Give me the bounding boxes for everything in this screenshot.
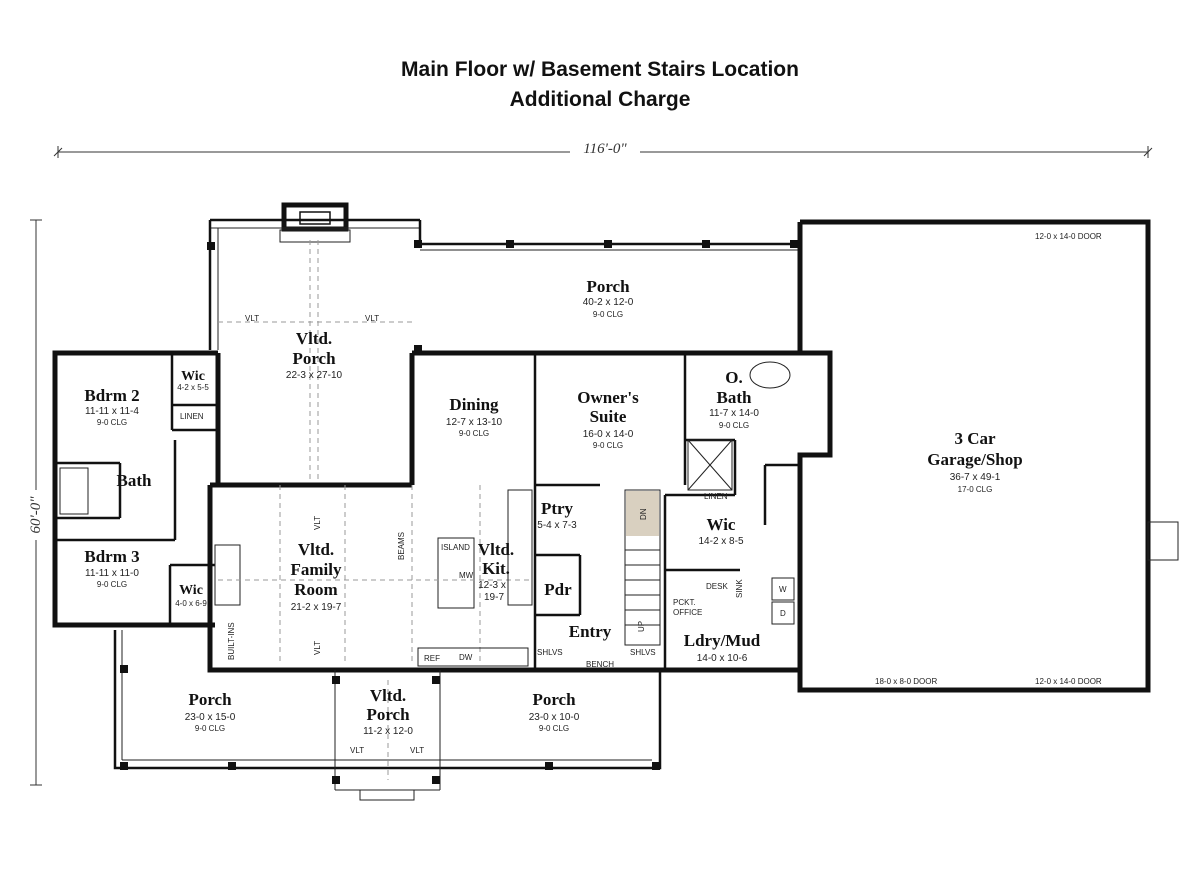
tag-linen: LINEN — [180, 412, 204, 421]
owners-suite-name-2: Suite — [590, 407, 627, 426]
powder-name: Pdr — [544, 580, 572, 599]
porch-right-size: 23-0 x 10-0 — [529, 712, 580, 723]
entry-name: Entry — [569, 622, 612, 641]
garage-structure — [771, 219, 1179, 693]
pantry-size: 5-4 x 7-3 — [537, 520, 577, 531]
bdrm2-size: 11-11 x 11-4 — [85, 406, 139, 417]
tag-office: OFFICE — [673, 608, 702, 617]
tag-sink: SINK — [735, 579, 744, 598]
width-dimension: 116'-0" — [53, 138, 1153, 158]
kitchen-size-2: 19-7 — [484, 592, 504, 603]
rear-porch-name-1: Vltd. — [296, 329, 332, 348]
dining-size: 12-7 x 13-10 — [446, 417, 503, 428]
porch-right-clg: 9-0 CLG — [539, 724, 569, 733]
wic2-name: Wic — [181, 369, 205, 384]
porch-back-clg: 9-0 CLG — [593, 310, 623, 319]
rear-porch-structure — [207, 202, 422, 480]
tag-garage-door-rear: 12-0 x 14-0 DOOR — [1035, 232, 1102, 241]
tag-vlt: VLT — [313, 516, 322, 530]
tag-shlvs: SHLVS — [630, 648, 656, 657]
laundry-size: 14-0 x 10-6 — [697, 653, 748, 664]
width-label: 116'-0" — [583, 141, 627, 157]
porch-back-size: 40-2 x 12-0 — [583, 297, 634, 308]
kitchen-name-2: Kit. — [482, 559, 510, 578]
tag-bench: BENCH — [586, 660, 614, 669]
porch-left-clg: 9-0 CLG — [195, 724, 225, 733]
bdrm2-clg: 9-0 CLG — [97, 418, 127, 427]
kitchen-size-1: 12-3 x — [478, 580, 506, 591]
kitchen-name-1: Vltd. — [478, 540, 514, 559]
tag-builtins: BUILT-INS — [227, 622, 236, 660]
tag-desk: DESK — [706, 582, 728, 591]
bdrm3-clg: 9-0 CLG — [97, 580, 127, 589]
tag-vlt: VLT — [245, 314, 259, 323]
house-walls — [52, 350, 833, 673]
porch-right-name: Porch — [532, 690, 576, 709]
tag-garage-door-12: 12-0 x 14-0 DOOR — [1035, 677, 1102, 686]
tag-dw: DW — [459, 653, 473, 662]
bath-name: Bath — [117, 471, 153, 490]
owners-suite-size: 16-0 x 14-0 — [583, 429, 634, 440]
annotation-tags: VLT VLT LINEN ISLAND MW REF DW BEAMS VLT… — [180, 232, 1102, 755]
front-porch-name-2: Porch — [366, 705, 410, 724]
tag-ref: REF — [424, 654, 440, 663]
garage-name-2: Garage/Shop — [927, 450, 1022, 469]
tag-pckt: PCKT. — [673, 598, 696, 607]
title-line-1: Main Floor w/ Basement Stairs Location — [401, 58, 799, 81]
family-size: 21-2 x 19-7 — [291, 602, 342, 613]
tag-vlt: VLT — [365, 314, 379, 323]
wic-owner-size: 14-2 x 8-5 — [698, 536, 743, 547]
wic-owner-name: Wic — [707, 515, 736, 534]
bdrm3-name: Bdrm 3 — [84, 547, 139, 566]
depth-dimension: 60'-0" — [24, 219, 48, 786]
front-porch-name-1: Vltd. — [370, 686, 406, 705]
wic2-size: 4-2 x 5-5 — [177, 383, 209, 392]
rear-porch-size: 22-3 x 27-10 — [286, 370, 343, 381]
pantry-name: Ptry — [541, 499, 574, 518]
porch-left-size: 23-0 x 15-0 — [185, 712, 236, 723]
family-name-3: Room — [294, 580, 337, 599]
tag-w: W — [779, 585, 787, 594]
tag-garage-door-18: 18-0 x 8-0 DOOR — [875, 677, 937, 686]
tag-shlvs: SHLVS — [537, 648, 563, 657]
owners-suite-clg: 9-0 CLG — [593, 441, 623, 450]
family-name-2: Family — [291, 560, 342, 579]
tag-vlt: VLT — [410, 746, 424, 755]
wic3-size: 4-0 x 6-9 — [175, 599, 207, 608]
garage-clg: 17-0 CLG — [958, 485, 993, 494]
garage-name-1: 3 Car — [954, 429, 996, 448]
tag-linen: LINEN — [704, 492, 728, 501]
obath-clg: 9-0 CLG — [719, 421, 749, 430]
tag-beams: BEAMS — [397, 532, 406, 560]
title-line-2: Additional Charge — [509, 88, 691, 111]
wic3-name: Wic — [179, 583, 203, 598]
room-labels: Porch 40-2 x 12-0 9-0 CLG Vltd. Porch 22… — [84, 277, 1022, 737]
tag-up: UP — [637, 621, 646, 632]
tag-mw: MW — [459, 571, 474, 580]
front-porch-size: 11-2 x 12-0 — [363, 726, 413, 737]
dining-name: Dining — [449, 395, 499, 414]
depth-label: 60'-0" — [28, 496, 44, 534]
tag-island: ISLAND — [441, 543, 470, 552]
rear-porch-name-2: Porch — [292, 349, 336, 368]
porch-left-name: Porch — [188, 690, 232, 709]
tag-d: D — [780, 609, 786, 618]
laundry-name: Ldry/Mud — [684, 631, 761, 650]
obath-name-1: O. — [725, 368, 742, 387]
tag-vlt: VLT — [313, 641, 322, 655]
dining-clg: 9-0 CLG — [459, 429, 489, 438]
obath-name-2: Bath — [717, 388, 753, 407]
owners-suite-name-1: Owner's — [577, 388, 639, 407]
bdrm2-name: Bdrm 2 — [84, 386, 139, 405]
porch-back-name: Porch — [586, 277, 630, 296]
obath-size: 11-7 x 14-0 — [709, 408, 759, 419]
front-porches — [113, 630, 662, 801]
garage-size: 36-7 x 49-1 — [950, 472, 1001, 483]
tag-dn: DN — [639, 508, 648, 520]
family-name-1: Vltd. — [298, 540, 334, 559]
bdrm3-size: 11-11 x 11-0 — [85, 568, 139, 579]
tag-vlt: VLT — [350, 746, 364, 755]
rear-long-porch — [420, 240, 798, 251]
